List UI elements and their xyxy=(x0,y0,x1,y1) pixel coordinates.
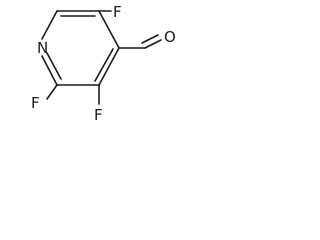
atom-f2: F xyxy=(31,94,40,112)
bond-cho-o xyxy=(144,39,162,49)
atom-n1: N xyxy=(37,39,48,57)
bond-c5-c4 xyxy=(98,10,120,49)
bond-c2-n1 xyxy=(41,55,58,86)
bond-c2-n1-inner xyxy=(46,52,62,80)
bond-cho-o-double xyxy=(141,34,159,44)
bond-c2-f xyxy=(46,84,58,100)
structure-diagram: N F F F O xyxy=(31,3,176,124)
bond-c4-c3-inner xyxy=(94,48,114,82)
bonds xyxy=(41,10,162,105)
bond-c4-c3 xyxy=(98,47,120,86)
atom-f5: F xyxy=(113,3,122,21)
bond-n1-c6 xyxy=(41,10,58,40)
atom-labels: N F F F O xyxy=(31,3,176,124)
atom-o: O xyxy=(164,28,176,46)
atom-f3: F xyxy=(94,106,103,124)
